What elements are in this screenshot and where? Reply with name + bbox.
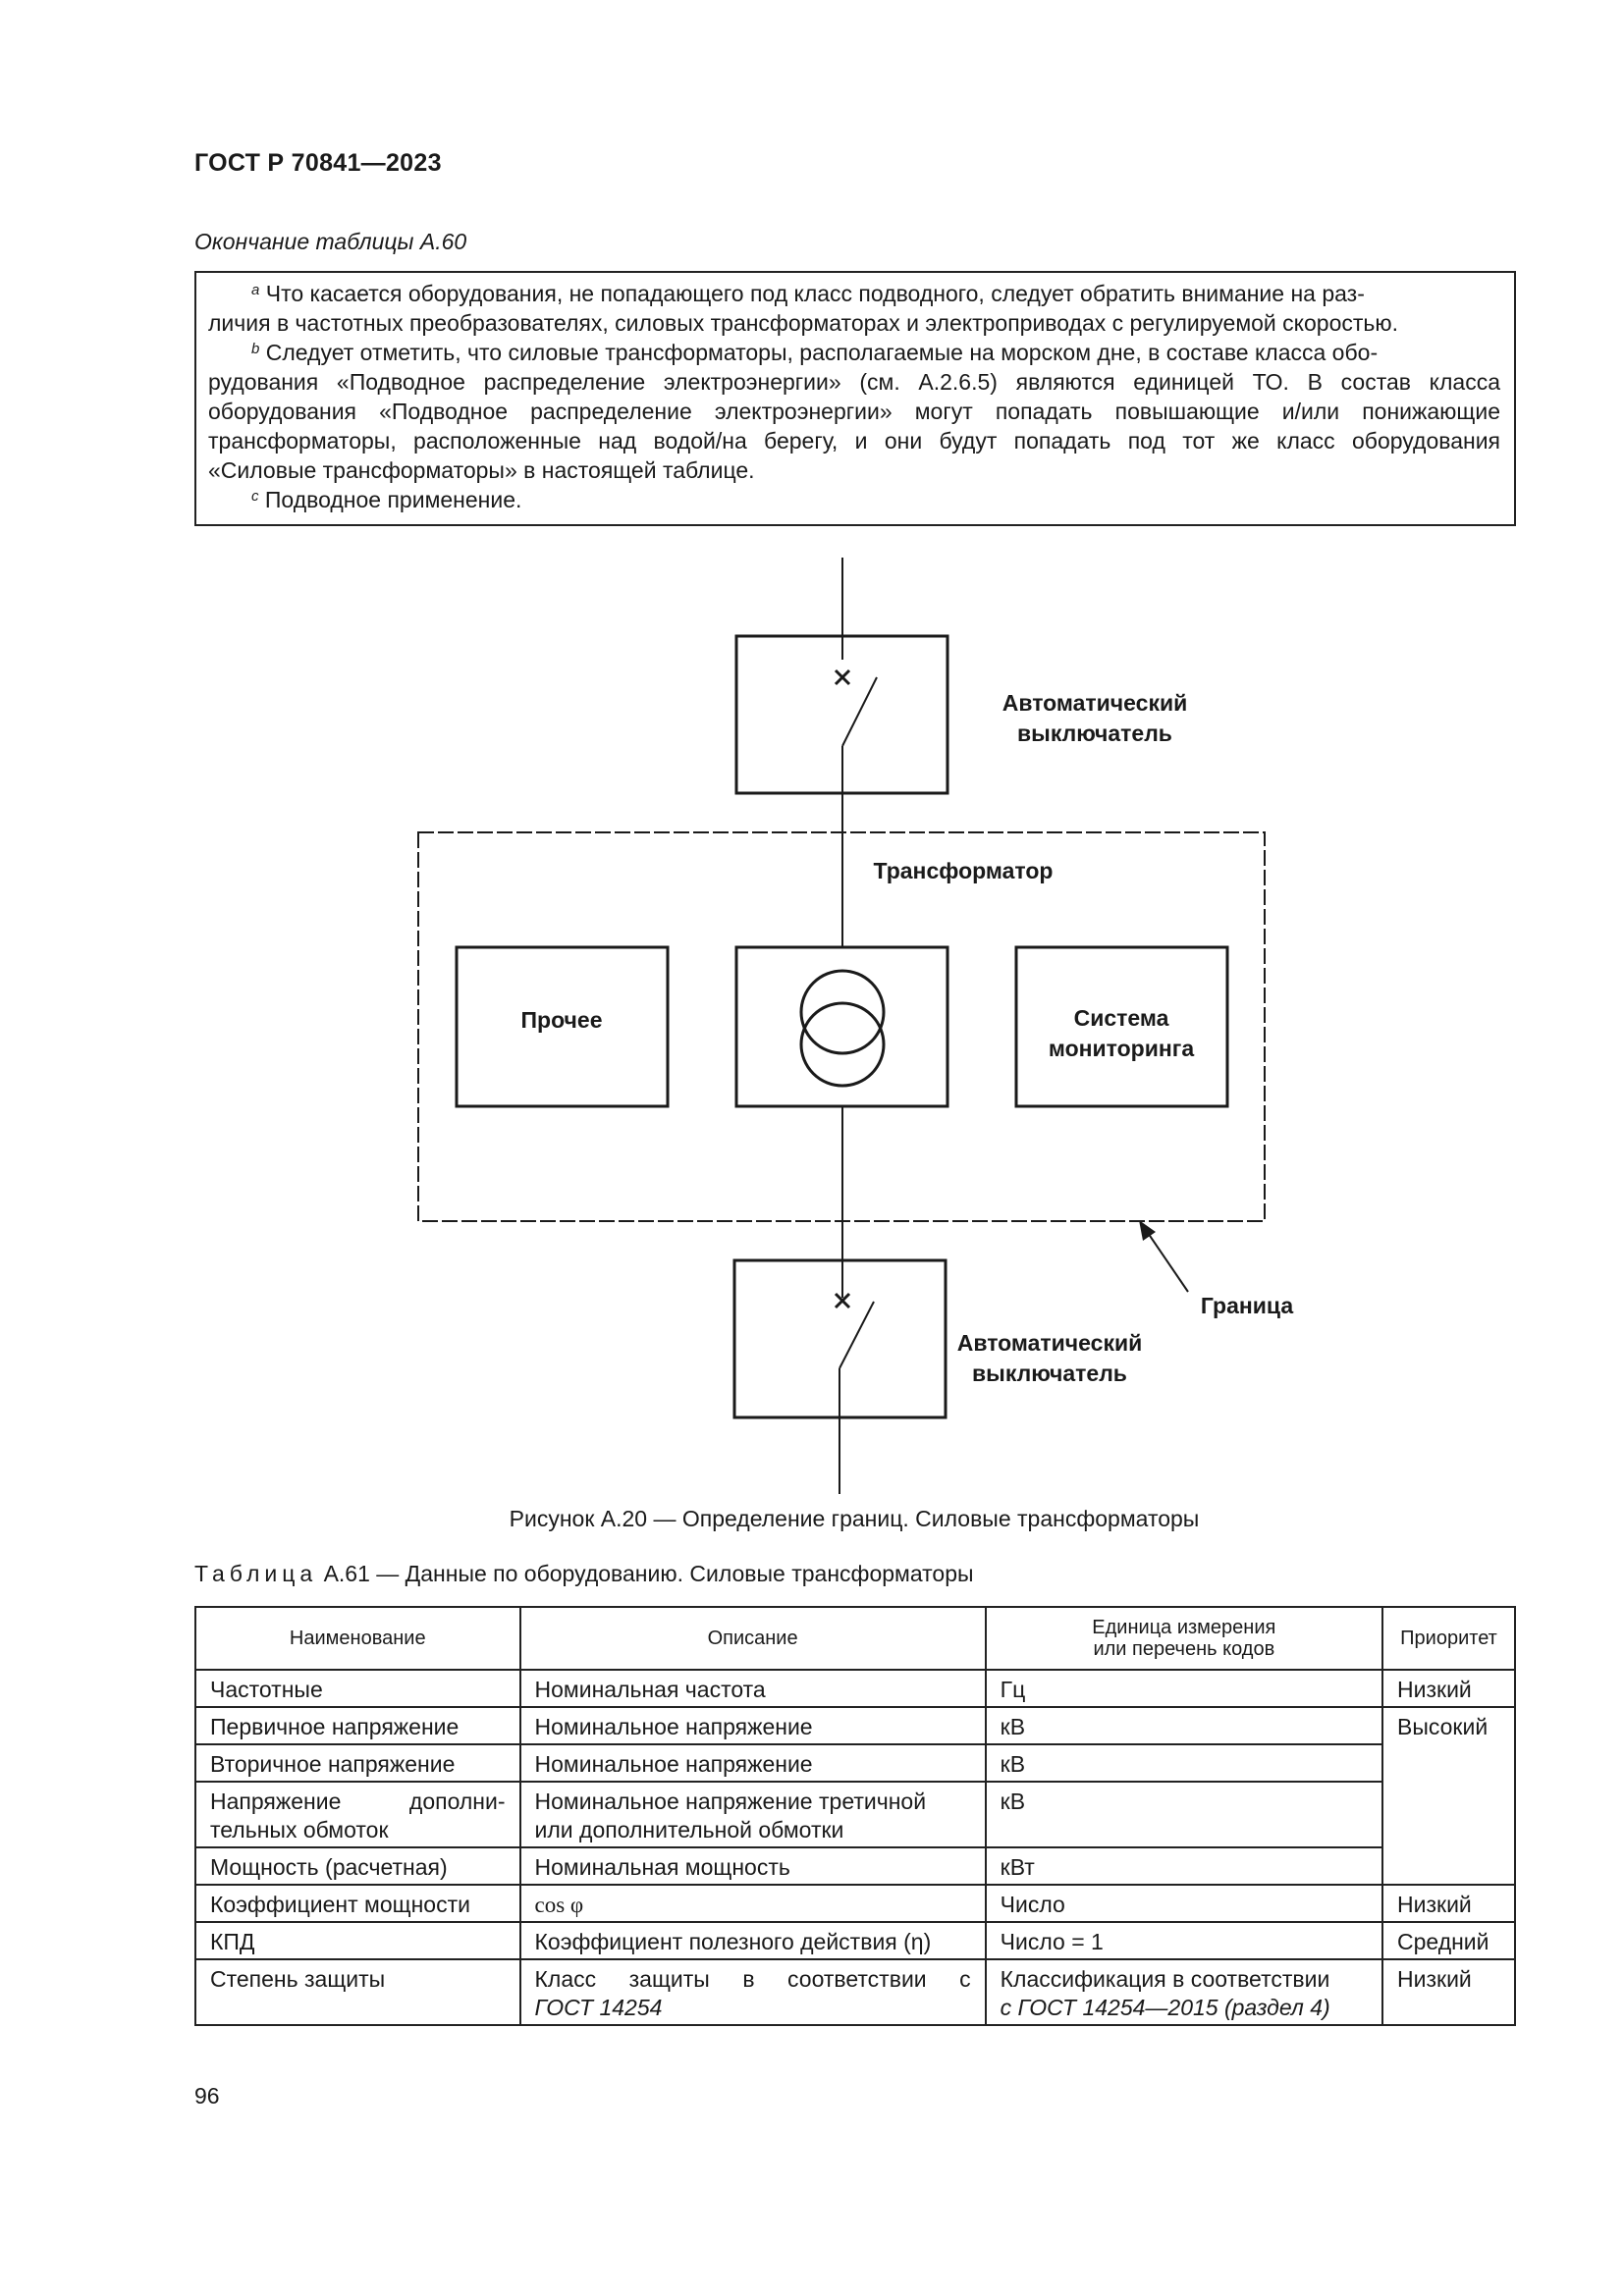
table-title-word: Таблица [194,1561,318,1586]
cell-priority: Низкий [1381,1669,1516,1708]
cell-description: Коэффициент полезного действия (η) [518,1921,987,1960]
cell-name: Мощность (расчетная) [194,1846,521,1886]
boundary-diagram: Автоматический выключатель Трансформатор… [417,558,1293,1494]
cell-name: Вторичное напряжение [194,1743,521,1783]
footnote-mark-b: b [251,341,260,357]
cell-name: Степень защиты [194,1958,521,2026]
cell-unit: Гц [984,1669,1384,1708]
cell-unit: кВ [984,1706,1384,1745]
cell-description: cos φ [518,1884,987,1923]
bottom-breaker-switch [839,1301,875,1369]
footnote-b: b Следует отметить, что силовые трансфор… [208,338,1500,485]
top-breaker-label-line: Автоматический [1002,690,1187,716]
footnote-c: c Подводное применение. [208,485,1500,514]
other-box [455,945,670,1108]
footnote-b-line: оборудования «Подводное распределение эл… [208,399,1500,424]
cell-name: Первичное напряжение [194,1706,521,1745]
table-title: Таблица А.61 — Данные по оборудованию. С… [194,1561,974,1587]
footnote-b-line: «Силовые трансформаторы» в настоящей таб… [208,457,755,483]
cell-unit: кВ [984,1743,1384,1783]
cell-unit: Число = 1 [984,1921,1384,1960]
monitoring-label-line: Система [1074,1005,1169,1031]
table-row: Первичное напряжение Номинальное напряже… [194,1706,1516,1886]
cell-priority: Высокий [1381,1706,1516,1886]
cell-priority: Низкий [1381,1958,1516,2026]
top-breaker-switch [841,676,878,747]
bottom-breaker-cross-icon [834,1292,851,1309]
bottom-breaker-label-line: Автоматический [957,1330,1142,1356]
table-row: Мощность (расчетная) Номинальная мощност… [194,1846,1515,1886]
cell-description: Номинальная мощность [518,1846,987,1886]
top-breaker-label-line: выключатель [1017,721,1172,746]
footnote-c-line: Подводное применение. [264,487,522,512]
cell-name: Частотные [194,1669,521,1708]
footnote-mark-a: a [251,282,260,298]
figure-caption: Рисунок А.20 — Определение границ. Силов… [509,1506,1200,1531]
transformer-label: Трансформатор [874,858,1054,883]
table-row: Степень защиты Класс защиты в соответств… [194,1958,1516,2026]
cell-description: Номинальная частота [518,1669,987,1708]
header-priority: Приоритет [1381,1606,1516,1671]
footnote-a: a Что касается оборудования, не попадающ… [208,279,1500,338]
table-row: КПД Коэффициент полезного действия (η) Ч… [194,1921,1516,1960]
monitoring-label-line: мониторинга [1049,1036,1194,1061]
footnote-a-line: Что касается оборудования, не попадающег… [265,281,1365,306]
footnote-a-line: личия в частотных преобразователях, сило… [208,310,1399,336]
continuation-caption: Окончание таблицы А.60 [194,229,467,254]
cell-unit: Число [984,1884,1384,1923]
cell-description: Номинальное напряжение [518,1743,987,1783]
footnote-b-line: Следует отметить, что силовые трансформа… [265,340,1379,365]
cell-name: Коэффициент мощности [194,1884,521,1923]
boundary-label: Граница [1201,1293,1293,1318]
table-row: Частотные Номинальная частота Гц Низкий [194,1669,1516,1708]
table-row: Коэффициент мощности cos φ Число Низкий [194,1884,1516,1923]
monitoring-box [1014,945,1229,1108]
transformer-winding-icon [799,969,886,1055]
cell-priority: Средний [1381,1921,1516,1960]
footnote-mark-c: c [251,488,259,505]
top-breaker-cross-icon [834,668,851,686]
other-label: Прочее [521,1007,603,1033]
cell-priority: Низкий [1381,1884,1516,1923]
header-name: Наименование [194,1606,521,1671]
table-row: Вторичное напряжение Номинальное напряже… [194,1743,1515,1783]
cell-description: Номинальное напряжение [518,1706,987,1745]
bottom-breaker-label-line: выключатель [972,1361,1127,1386]
boundary-arrowhead-icon [1139,1220,1156,1241]
transformer-winding-icon [799,1001,886,1088]
table-title-text: А.61 — Данные по оборудованию. Силовые т… [323,1561,974,1586]
footnote-b-line: трансформаторы, расположенные над водой/… [208,428,1500,454]
table-notes-box: a Что касается оборудования, не попадающ… [194,271,1516,526]
table-row: Напряжение дополни-тельных обмоток Номин… [194,1781,1515,1848]
boundary-arrow [1143,1226,1189,1293]
cell-name: Напряжение дополни-тельных обмоток [194,1781,521,1848]
cell-unit: кВт [984,1846,1384,1886]
cell-name: КПД [194,1921,521,1960]
document-id-header: ГОСТ Р 70841—2023 [194,149,442,177]
page-number: 96 [194,2083,220,2109]
cell-unit: кВ [984,1781,1384,1848]
footnote-b-line: рудования «Подводное распределение элект… [208,369,1500,395]
header-description: Описание [518,1606,987,1671]
